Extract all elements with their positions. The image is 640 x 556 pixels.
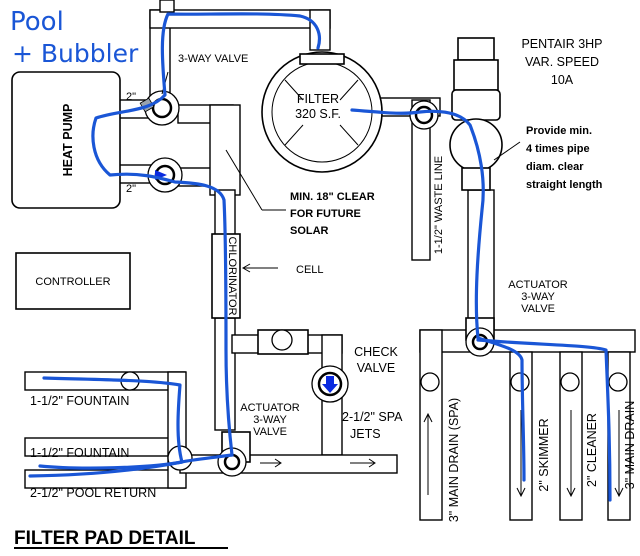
- cleaner-label: 2" CLEANER: [585, 413, 599, 487]
- cell-label: CELL: [296, 264, 324, 276]
- actuator-left-2: 3-WAY: [253, 414, 287, 426]
- provide-line-4: straight length: [526, 179, 603, 191]
- controller-label: CONTROLLER: [35, 276, 110, 288]
- spa-jets-2: JETS: [350, 427, 381, 441]
- actuator-left-3: VALVE: [253, 426, 287, 438]
- pool-bubbler-flow-line: [28, 12, 612, 502]
- flow-arrows: [161, 71, 624, 498]
- actuator-left-1: ACTUATOR: [240, 402, 300, 414]
- annotation-line1: Pool: [10, 7, 64, 37]
- handwritten-annotation: Pool + Bubbler: [10, 7, 139, 68]
- chlorinator-label: CHLORINATOR: [226, 236, 238, 315]
- pump: [409, 37, 503, 191]
- pipe-bypass: [209, 104, 241, 196]
- pump-label-1: PENTAIR 3HP: [521, 37, 602, 51]
- pipe-top-stub: [159, 0, 175, 13]
- controller: CONTROLLER: [15, 252, 131, 310]
- filter-label: FILTER: [297, 92, 339, 106]
- labels: 3-WAY VALVE 2" 2" PENTAIR 3HP VAR. SPEED…: [30, 37, 637, 522]
- waste-line-label: 1-1/2" WASTE LINE: [433, 156, 445, 254]
- main-drain-label: 3" MAIN DRAIN: [623, 401, 637, 489]
- heat-pump-label: HEAT PUMP: [61, 104, 75, 177]
- size-2in-bottom: 2": [126, 183, 136, 195]
- title-block: FILTER PAD DETAIL: [14, 528, 228, 549]
- pipe-main-drain-spa: [419, 329, 443, 521]
- three-way-valve-bottom: [147, 157, 183, 193]
- solar-line-1: MIN. 18" CLEAR: [290, 191, 375, 203]
- actuator-right-3: VALVE: [521, 303, 555, 315]
- spa-actuator: [257, 329, 309, 355]
- check-valve: [311, 365, 349, 403]
- pump-label-2: VAR. SPEED: [525, 55, 599, 69]
- pipe-filter-drop: [309, 9, 331, 51]
- pump-label-3: 10A: [551, 73, 574, 87]
- check-valve-1: CHECK: [354, 345, 398, 359]
- actuator-right-2: 3-WAY: [521, 291, 555, 303]
- check-valve-2: VALVE: [357, 361, 395, 375]
- skimmer-label: 2" SKIMMER: [537, 418, 551, 491]
- size-2in-top: 2": [126, 91, 136, 103]
- three-way-valve-label: 3-WAY VALVE: [178, 53, 248, 65]
- pipe-spa-jets: [231, 454, 398, 474]
- fountain-1-label: 1-1/2" FOUNTAIN: [30, 394, 129, 408]
- heat-pump: HEAT PUMP: [11, 71, 121, 209]
- filter: FILTER 320 S.F.: [261, 51, 383, 173]
- spa-jets-1: 2-1/2" SPA: [342, 410, 403, 424]
- pipe-waste-line: [411, 99, 431, 261]
- filter-size: 320 S.F.: [295, 107, 341, 121]
- main-drain-spa-label: 3" MAIN DRAIN (SPA): [447, 398, 461, 522]
- annotation-line2: + Bubbler: [12, 39, 139, 68]
- diagram-title: FILTER PAD DETAIL: [14, 528, 196, 549]
- actuator-right-1: ACTUATOR: [508, 279, 568, 291]
- provide-line-1: Provide min.: [526, 125, 592, 137]
- pool-return-label: 2-1/2" POOL RETURN: [30, 486, 156, 500]
- provide-line-3: diam. clear: [526, 161, 584, 173]
- solar-line-2: FOR FUTURE: [290, 208, 361, 220]
- provide-line-2: 4 times pipe: [526, 143, 590, 155]
- solar-line-3: SOLAR: [290, 225, 329, 237]
- fountain-2-label: 1-1/2" FOUNTAIN: [30, 446, 129, 460]
